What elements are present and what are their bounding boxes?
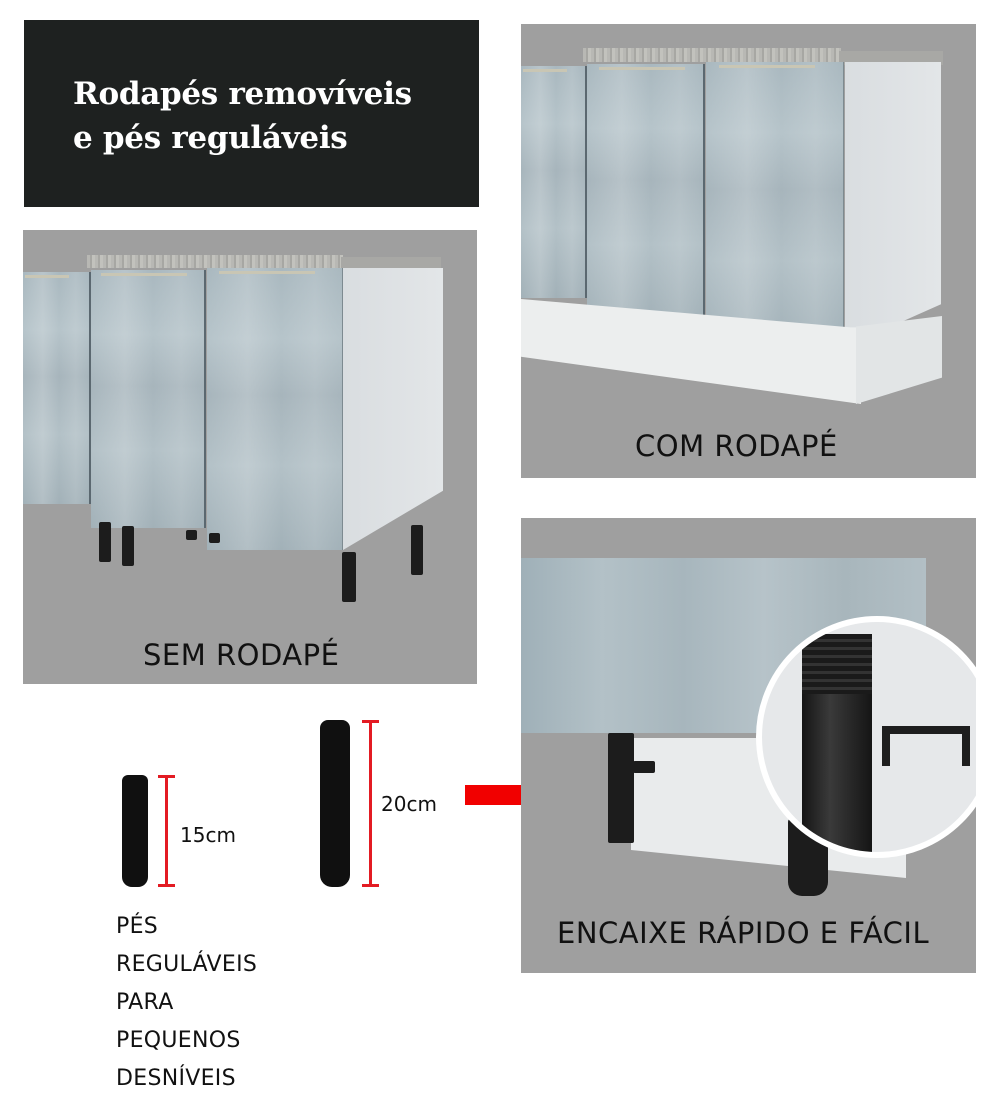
cabinet-leg	[342, 552, 356, 602]
door-handle	[599, 67, 685, 70]
header-title: Rodapés removíveis e pés reguláveis	[73, 72, 412, 160]
caption-com-rodape: COM RODAPÉ	[635, 429, 838, 463]
header-title-line2: e pés reguláveis	[73, 120, 348, 156]
panel-com-rodape: COM RODAPÉ	[521, 24, 976, 478]
cabinet-door	[521, 66, 587, 298]
cabinet-leg	[411, 525, 423, 575]
cabinet-leg	[209, 533, 220, 543]
tall-foot-ruler	[362, 720, 379, 887]
plinth-clip	[633, 761, 655, 773]
door-handle	[523, 69, 567, 72]
panel-sem-rodape: SEM RODAPÉ	[23, 230, 477, 684]
cabinet-side	[343, 268, 443, 550]
feet-description-line2: PEQUENOS DESNÍVEIS	[116, 1028, 241, 1091]
cabinet-door	[207, 268, 343, 550]
clip-closeup	[882, 726, 970, 766]
cabinet-leg	[608, 733, 634, 843]
cabinet-door	[706, 62, 844, 346]
door-handle	[25, 275, 69, 278]
tall-foot-label: 20cm	[381, 792, 437, 816]
short-foot-image	[122, 775, 148, 887]
feet-description-line1: PÉS REGULÁVEIS PARA	[116, 914, 258, 1015]
tall-foot-image	[320, 720, 350, 887]
cabinet-leg	[186, 530, 197, 540]
header-title-line1: Rodapés removíveis	[73, 76, 412, 112]
short-foot-ruler	[158, 775, 175, 887]
cabinet-door	[91, 270, 206, 528]
countertop-side	[341, 257, 441, 270]
door-handle	[719, 65, 815, 68]
countertop	[87, 255, 343, 268]
caption-encaixe: ENCAIXE RÁPIDO E FÁCIL	[557, 916, 930, 950]
cabinet-side	[845, 62, 941, 347]
door-handle	[101, 273, 187, 276]
cabinet-leg	[99, 522, 111, 562]
cabinet-door	[23, 272, 91, 504]
plinth-side	[856, 316, 942, 404]
zoom-detail-circle	[756, 616, 976, 858]
panel-encaixe: ENCAIXE RÁPIDO E FÁCIL	[521, 518, 976, 973]
cabinet-door	[587, 64, 705, 322]
countertop-side	[839, 51, 943, 65]
caption-sem-rodape: SEM RODAPÉ	[143, 638, 340, 672]
feet-description: PÉS REGULÁVEIS PARA PEQUENOS DESNÍVEIS	[116, 908, 257, 1098]
door-handle	[219, 271, 315, 274]
short-foot-label: 15cm	[180, 823, 236, 847]
cabinet-leg	[122, 526, 134, 566]
countertop	[583, 48, 841, 62]
leg-thread	[802, 634, 872, 694]
header-banner: Rodapés removíveis e pés reguláveis	[24, 20, 479, 207]
